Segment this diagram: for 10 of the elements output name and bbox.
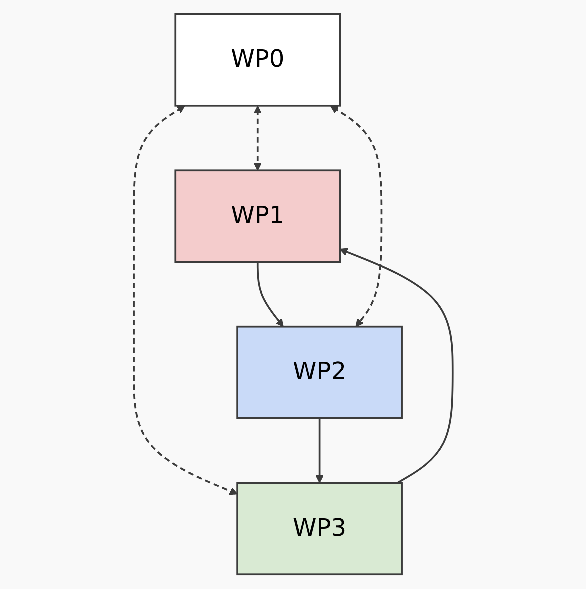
arrow [256,262,284,328]
arrow [132,106,238,496]
arrow [315,418,324,484]
arrow [339,248,454,484]
arrow [330,106,382,328]
node-box: WP0 [174,13,341,107]
node-box: WP1 [174,170,341,264]
arrow [253,106,262,171]
node-box: WP3 [236,482,402,576]
node-box: WP2 [236,326,402,420]
